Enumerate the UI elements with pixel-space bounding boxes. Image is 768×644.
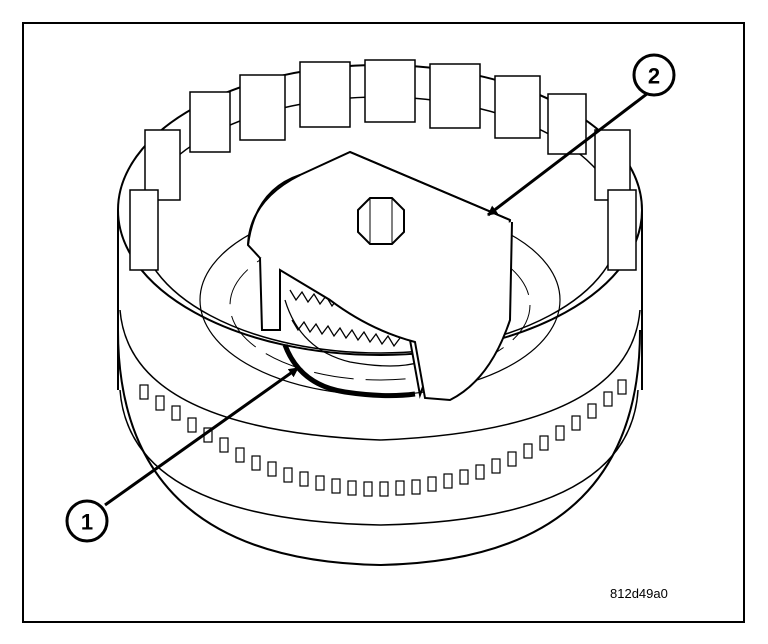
- callout-1-leader: [104, 366, 299, 507]
- figure-id: 812d49a0: [610, 586, 668, 601]
- figure-frame: [22, 22, 745, 623]
- callout-2: 2: [632, 53, 676, 97]
- spring-compressor-tool: [246, 150, 513, 402]
- callout-1: 1: [65, 499, 109, 543]
- snap-ring: [282, 344, 416, 399]
- drum-rim-teeth: [129, 59, 637, 271]
- callout-1-label: 1: [81, 510, 93, 535]
- drum-lower-slots: [139, 379, 627, 497]
- callout-2-leader: [487, 88, 653, 217]
- callout-2-label: 2: [648, 64, 660, 89]
